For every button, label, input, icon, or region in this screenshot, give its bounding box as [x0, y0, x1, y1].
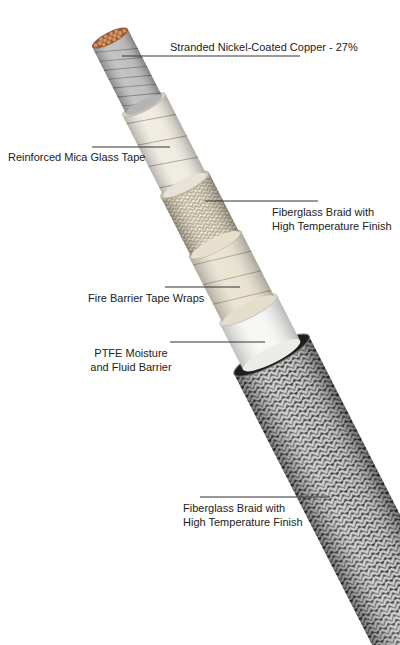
leader-line: [170, 342, 265, 343]
part-label: Fiberglass Braid with High Temperature F…: [183, 501, 307, 529]
leader-line: [205, 201, 318, 202]
leader-line: [200, 497, 330, 498]
leader-line: [92, 147, 170, 148]
leader-line: [122, 56, 300, 57]
part-label: PTFE Moisture and Fluid Barrier: [88, 346, 174, 374]
part-label: Stranded Nickel-Coated Copper - 27%: [170, 40, 392, 54]
part-label: Reinforced Mica Glass Tape: [8, 150, 188, 164]
part-label: Fiberglass Braid with High Temperature F…: [272, 205, 396, 233]
part-label: Fire Barrier Tape Wraps: [88, 291, 248, 305]
leader-line: [165, 287, 240, 288]
